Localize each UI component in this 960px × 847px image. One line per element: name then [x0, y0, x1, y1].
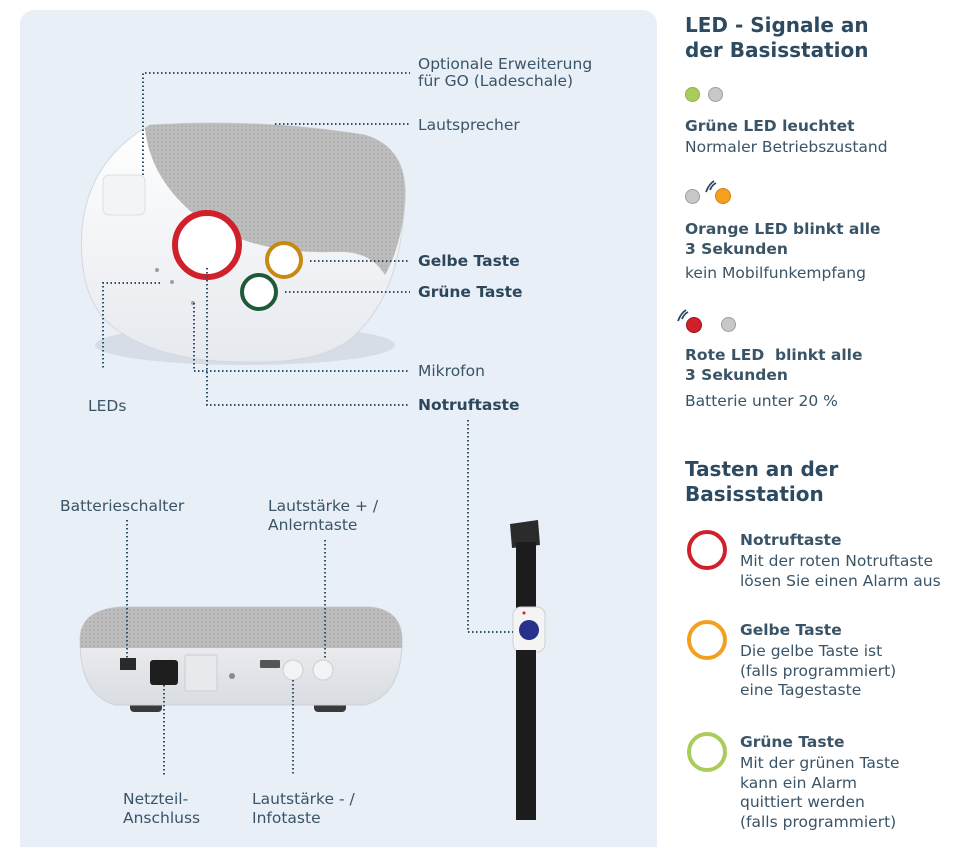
led-item-title: Rote LED blinkt alle 3 Sekunden [685, 346, 863, 384]
button-item-title: Notruftaste [740, 531, 842, 549]
label-leds: LEDs [88, 397, 127, 415]
label-yellow-button: Gelbe Taste [418, 252, 520, 270]
off-led-icon [685, 189, 700, 204]
button-item-desc: Mit der grünen Taste kann ein Alarm quit… [740, 754, 900, 831]
label-optional-extension: Optionale Erweiterung für GO (Ladeschale… [418, 55, 593, 90]
green-button-icon [687, 732, 727, 772]
label-microphone: Mikrofon [418, 362, 485, 380]
emergency-button-icon [687, 530, 727, 570]
led-item-title: Grüne LED leuchtet [685, 117, 855, 135]
button-item-title: Gelbe Taste [740, 621, 842, 639]
led-item-desc: Normaler Betriebszustand [685, 138, 888, 156]
base-station-side [79, 606, 403, 712]
label-battery-switch: Batterieschalter [60, 497, 185, 515]
button-item-desc: Mit der roten Notruftaste lösen Sie eine… [740, 552, 941, 590]
button-item-title: Grüne Taste [740, 733, 845, 751]
label-green-button: Grüne Taste [418, 283, 523, 301]
label-power-connector: Netzteil- Anschluss [123, 790, 201, 827]
red-led-blinking-icon [677, 309, 702, 333]
base-station-top [81, 122, 406, 365]
label-speaker: Lautsprecher [418, 116, 520, 134]
label-volume-down: Lautstärke - / Infotaste [252, 790, 355, 827]
led-section-heading: LED - Signale an der Basisstation [685, 13, 869, 62]
yellow-button-icon [687, 620, 727, 660]
label-volume-up: Lautstärke + / Anlerntaste [268, 497, 379, 534]
button-item-desc: Die gelbe Taste ist (falls programmiert)… [740, 642, 897, 699]
led-item-title: Orange LED blinkt alle 3 Sekunden [685, 220, 881, 258]
device-illustration [79, 72, 546, 820]
green-led-icon [685, 87, 700, 102]
label-emergency-button: Notruftaste [418, 396, 520, 414]
callout-connectors [102, 72, 513, 775]
buttons-section-heading: Tasten an der Basisstation [685, 457, 839, 506]
emergency-wristband [510, 520, 546, 820]
off-led-icon [708, 87, 723, 102]
orange-led-blinking-icon [705, 180, 731, 204]
led-item-desc: Batterie unter 20 % [685, 392, 838, 410]
led-item-desc: kein Mobilfunkempfang [685, 264, 866, 282]
off-led-icon [721, 317, 736, 332]
